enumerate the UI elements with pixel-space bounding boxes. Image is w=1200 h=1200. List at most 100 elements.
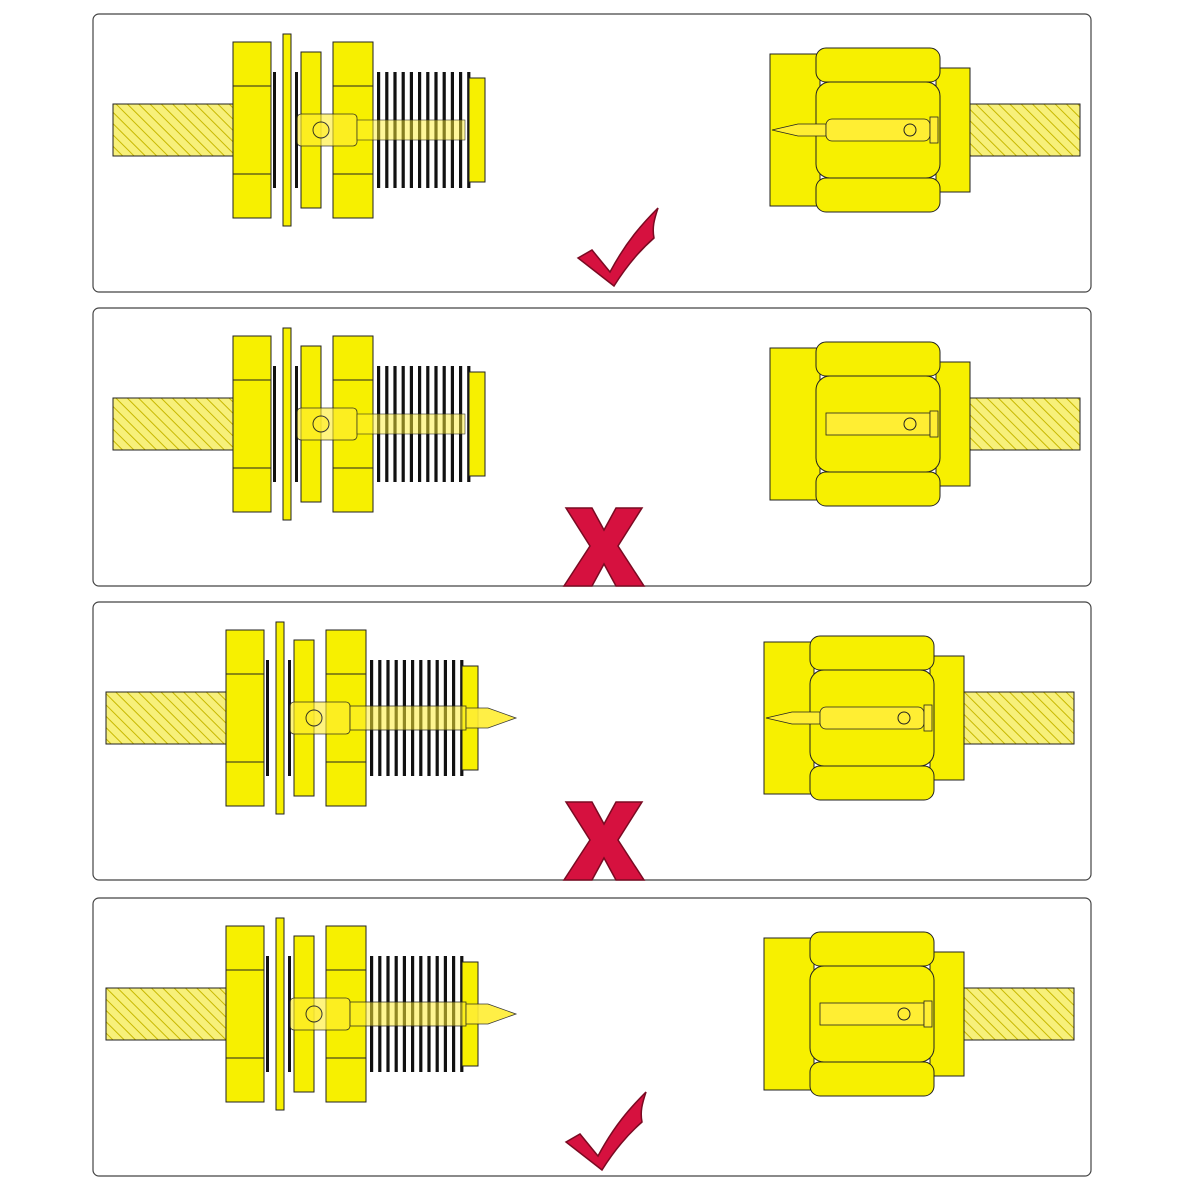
pin-collar: [929, 410, 939, 438]
female-center-conductor: [296, 113, 466, 147]
mating-panel: [92, 601, 1092, 881]
verdict-mark: [576, 207, 659, 288]
male-connector: [763, 931, 1075, 1097]
verdict-mark: [564, 1091, 647, 1172]
male-ferrule: [935, 361, 971, 487]
mating-panel: [92, 13, 1092, 293]
pin-hole-icon: [305, 709, 323, 727]
socket-shaft: [356, 413, 466, 435]
verdict-mark: [562, 507, 646, 587]
thread-fin: [459, 72, 463, 188]
check-mark-icon: [576, 207, 659, 288]
thread-fin: [273, 366, 276, 482]
nut-segment: [815, 47, 941, 83]
nut-segment: [809, 635, 935, 671]
thread-fin: [418, 366, 422, 482]
thread-fin: [401, 72, 405, 188]
female-cable: [112, 397, 236, 451]
check-mark-icon: [564, 1091, 647, 1172]
pin-hole-icon: [312, 415, 330, 433]
thread-fin: [273, 72, 276, 188]
female-cable: [105, 987, 229, 1041]
male-sleeve: [763, 937, 815, 1091]
thread-fin: [377, 366, 381, 482]
socket-shaft: [356, 119, 466, 141]
thread-fin: [409, 366, 413, 482]
nut-segment: [815, 177, 941, 213]
thread-fin: [295, 366, 298, 482]
x-mark-icon: [562, 507, 646, 587]
female-center-conductor: [296, 407, 466, 441]
male-center-conductor: [819, 1000, 933, 1028]
male-coupling-nut: [809, 931, 935, 1097]
nut-body: [225, 629, 265, 807]
female-center-conductor: [289, 997, 518, 1031]
nut-body: [225, 925, 265, 1103]
male-connector: [763, 635, 1075, 801]
female-connector: [105, 621, 518, 815]
female-front-face: [468, 371, 486, 477]
female-hex-nut: [232, 41, 272, 219]
thread-fin: [442, 72, 446, 188]
male-center-conductor: [771, 116, 939, 144]
thread-fin: [450, 366, 454, 482]
female-hex-nut: [232, 335, 272, 513]
female-washer: [275, 917, 285, 1111]
pin-tip: [465, 707, 518, 729]
male-center-conductor: [765, 704, 933, 732]
female-connector: [112, 33, 486, 227]
thread-fin: [442, 366, 446, 482]
male-connector: [769, 47, 1081, 213]
thread-fin: [434, 366, 438, 482]
thread-fin: [418, 72, 422, 188]
female-washer: [282, 327, 292, 521]
female-center-conductor: [289, 701, 518, 735]
pin-hole-icon: [903, 417, 917, 431]
thread-fin: [377, 72, 381, 188]
male-cable: [963, 691, 1075, 745]
thread-fin: [266, 660, 269, 776]
female-front-face: [468, 77, 486, 183]
thread-fin: [450, 72, 454, 188]
verdict-mark: [562, 801, 646, 881]
female-cable: [105, 691, 229, 745]
thread-fin: [393, 366, 397, 482]
pin-collar: [923, 1000, 933, 1028]
pin-hole-icon: [903, 123, 917, 137]
male-cable: [969, 397, 1081, 451]
pin-hole-icon: [312, 121, 330, 139]
male-center-conductor: [825, 410, 939, 438]
male-connector: [769, 341, 1081, 507]
pin-shaft: [349, 1001, 467, 1027]
nut-body: [232, 41, 272, 219]
thread-fin: [385, 72, 389, 188]
thread-fin: [409, 72, 413, 188]
pin-hole-icon: [897, 711, 911, 725]
pin-hole-icon: [305, 1005, 323, 1023]
nut-segment: [815, 471, 941, 507]
x-mark-icon: [562, 801, 646, 881]
thread-fin: [434, 72, 438, 188]
thread-fin: [426, 72, 430, 188]
male-ferrule: [929, 951, 965, 1077]
thread-fin: [426, 366, 430, 482]
female-connector: [105, 917, 518, 1111]
male-cable: [963, 987, 1075, 1041]
female-hex-nut: [225, 925, 265, 1103]
thread-fin: [295, 72, 298, 188]
pin-collar: [923, 704, 933, 732]
nut-segment: [809, 931, 935, 967]
pin-shaft: [349, 705, 467, 731]
female-connector: [112, 327, 486, 521]
male-ferrule: [935, 67, 971, 193]
nut-segment: [809, 765, 935, 801]
nut-body: [232, 335, 272, 513]
nut-segment: [809, 1061, 935, 1097]
thread-fin: [385, 366, 389, 482]
pin-tip: [465, 1003, 518, 1025]
thread-fin: [393, 72, 397, 188]
male-sleeve: [769, 347, 821, 501]
male-cable: [969, 103, 1081, 157]
